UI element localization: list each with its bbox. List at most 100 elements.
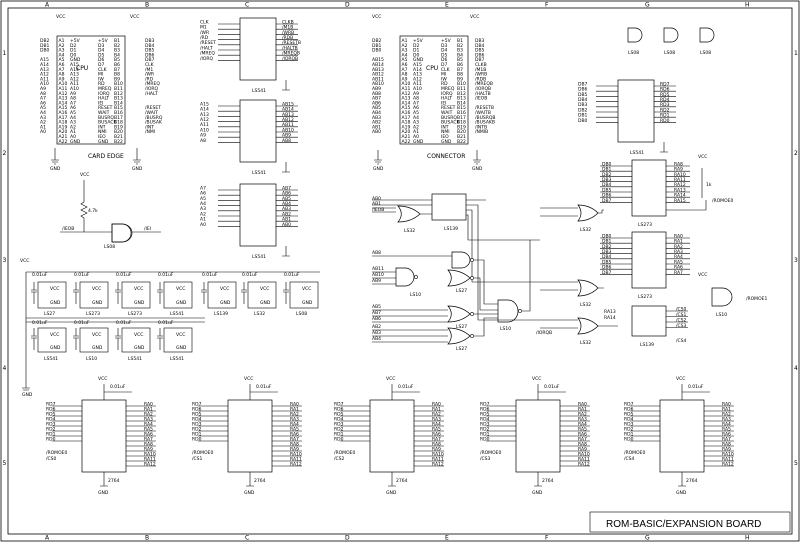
eprom-cs-net: /CS4 [624, 456, 635, 462]
net-ra14: RA14 [604, 315, 616, 321]
eprom-addr-net: RA4 [144, 421, 153, 427]
net-label: /BUSRQ [145, 115, 163, 121]
pin-number: B2 [457, 43, 463, 49]
pin-function: A1 [413, 129, 419, 135]
eprom-addr-net: RA12 [722, 461, 734, 467]
latch-name: LS273 [638, 294, 652, 300]
pin-function: BUSRQ [441, 115, 457, 121]
eprom-addr-net: RA1 [722, 406, 731, 412]
pin-number: A19 [402, 124, 411, 130]
eprom-data-net: RD5 [624, 411, 634, 417]
eprom-addr-net: RA1 [432, 406, 441, 412]
eprom-addr-net: RA12 [144, 461, 156, 467]
buffer-output-net: RD4 [660, 97, 670, 103]
net-label: /IEOB [475, 96, 487, 102]
buffer-output-net: AB13 [282, 112, 294, 118]
eprom-oe-net: /ROMOE0 [192, 450, 213, 456]
cs-net: /CS2 [676, 317, 687, 323]
eprom-addr-net: RA3 [578, 416, 587, 422]
net-label: AB11 [372, 76, 384, 82]
pin-number: A7 [402, 67, 408, 73]
net-label: DB0 [372, 48, 382, 54]
latch-output-net: RA13 [674, 187, 686, 193]
pin-function: A12 [413, 76, 422, 82]
eprom-addr-net: RA11 [722, 456, 734, 462]
cap-value: 0.01uF [32, 320, 48, 326]
pin-function: A4 [70, 115, 76, 121]
pin-function: +5V [70, 38, 81, 44]
gnd-wire [678, 472, 686, 487]
net-label: A1 [40, 124, 46, 130]
net-label: AB0 [372, 129, 381, 135]
pin-number: A5 [59, 57, 65, 63]
pin-number: A11 [402, 86, 411, 92]
eprom-addr-net: RA2 [578, 411, 587, 417]
net-label: AB12 [372, 72, 384, 78]
eprom-addr-net: RA4 [432, 421, 441, 427]
cap-value: 0.01uF [242, 272, 258, 278]
pin-function: D2 [70, 43, 76, 49]
pin-function: MI [98, 72, 103, 78]
cap-value: 0.01uF [202, 272, 218, 278]
card-edge-cpu-label: CPU [76, 65, 88, 72]
ls08-spare-gate: LS08 [627, 27, 643, 56]
latch-output-net: RA0 [674, 233, 683, 239]
eprom-addr-net: RA0 [290, 401, 299, 407]
eprom-addr-net: RA7 [432, 436, 441, 442]
eprom-addr-net: RA1 [290, 406, 299, 412]
latch-output-net: RA4 [674, 254, 683, 260]
address-latches: DB0DB1DB2DB3DB4DB5DB6DB7RA8RA9RA10RA11RA… [600, 154, 767, 348]
chip-vcc-pin: VCC [302, 286, 311, 292]
chip-vcc-pin: VCC [260, 286, 269, 292]
net-label: A2 [40, 120, 46, 126]
pin-function: A9 [413, 91, 419, 97]
wire [598, 209, 618, 327]
pin-function: INT [441, 124, 449, 130]
buffer-output-net: AB12 [282, 117, 294, 123]
eprom-data-net: RD3 [192, 421, 202, 427]
eprom-data-net: RD2 [192, 426, 202, 432]
chip-name: LS32 [254, 311, 265, 317]
net-label: /WRB [475, 72, 487, 78]
eprom-addr-net: RA9 [722, 446, 731, 452]
eprom-data-net: RD0 [624, 436, 634, 442]
pin-function: D7 [98, 62, 104, 68]
romoe-section: 1kVCC/ROMOE0LS10/ROMOE1VCCLS139RA13RA14/… [604, 154, 767, 348]
pin-function: A7 [413, 100, 419, 106]
net-ab1: AB1 [372, 201, 381, 207]
pin-function: A0 [70, 134, 76, 140]
net-label: /WAIT [145, 110, 158, 116]
ls541-buffer: CLKM1/WR/RD/RESET/HALT/MREQ/IORQCLKB/M1B… [200, 17, 301, 94]
pin-function: D7 [441, 62, 447, 68]
pin-number: B11 [457, 86, 466, 92]
pin-function: A10 [70, 86, 79, 92]
chip-gnd-pin: GND [92, 345, 103, 351]
eprom-addr-net: RA7 [290, 436, 299, 442]
gnd-label-cn-left: GND [373, 166, 384, 172]
cap-symbol [115, 282, 121, 304]
buffer-input-net: DB7 [578, 81, 588, 87]
latch-output-net: RA1 [674, 239, 683, 245]
eprom-addr-net: RA8 [578, 441, 587, 447]
chip-vcc-pin: VCC [176, 332, 185, 338]
buffer-input-net: A4 [200, 201, 206, 207]
net-label: AB13 [372, 67, 384, 73]
buffer-output-net: RD6 [660, 87, 670, 93]
pin-function: IEI [98, 100, 104, 106]
pin-function: A2 [413, 124, 419, 130]
wire [666, 200, 707, 211]
pin-number: A8 [59, 72, 65, 78]
wire [540, 207, 578, 329]
pin-number: B5 [114, 57, 120, 63]
pin-number: B12 [114, 91, 123, 97]
net-label: DB2 [372, 38, 382, 44]
cap-symbol [157, 282, 163, 304]
eprom-addr-net: RA8 [432, 441, 441, 447]
latch-output-net: RA3 [674, 249, 683, 255]
frame-row-label: 1 [794, 50, 798, 57]
cs-net: /CS1 [676, 312, 687, 318]
cap-symbol [31, 328, 37, 350]
